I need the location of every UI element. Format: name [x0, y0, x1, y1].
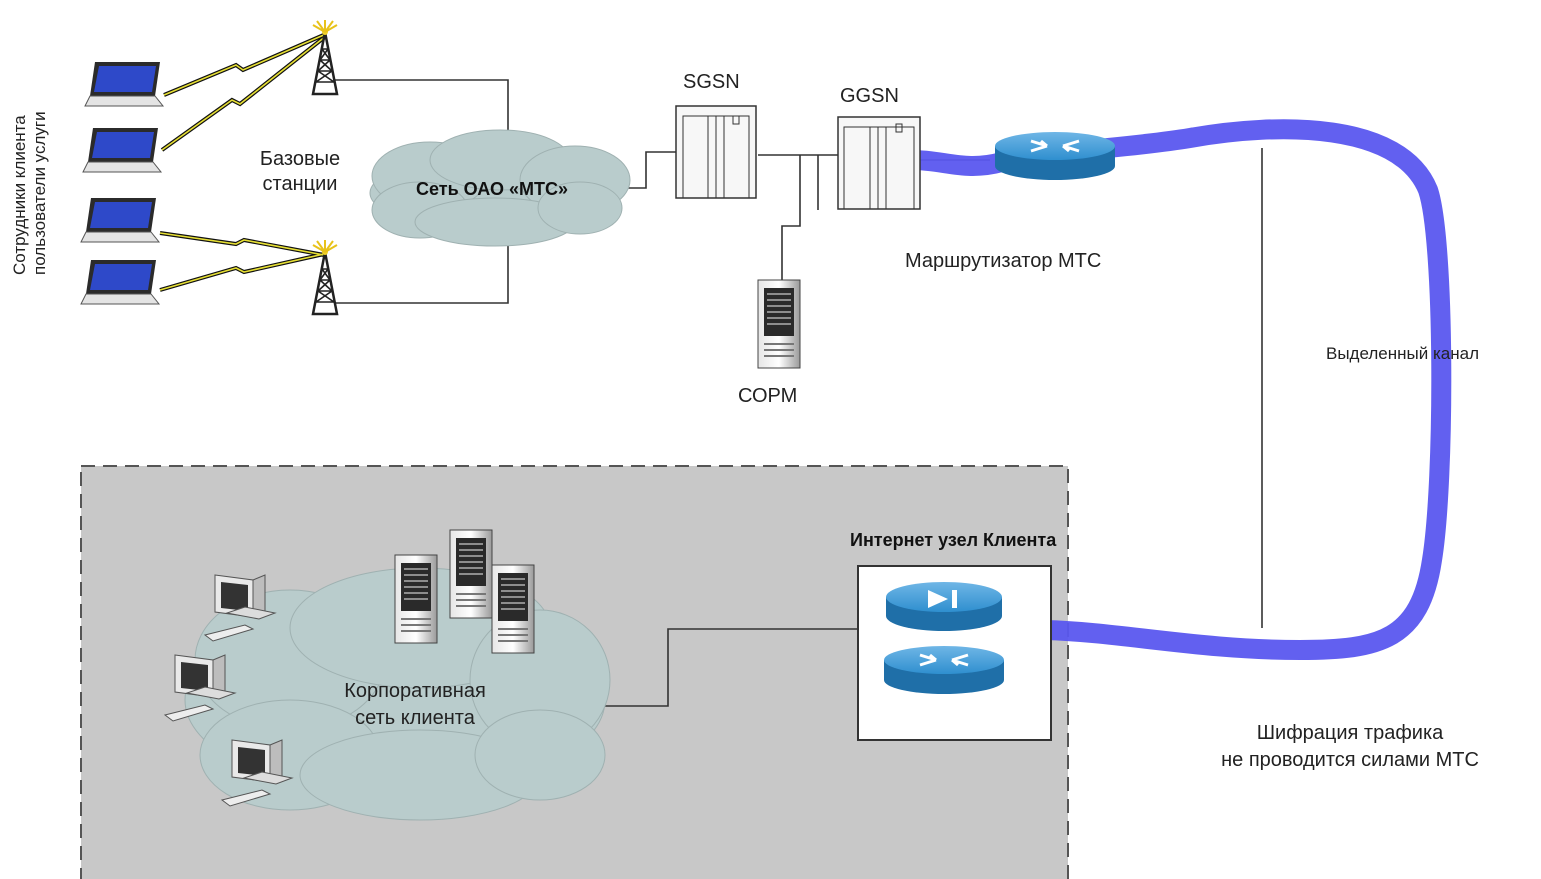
ggsn-server-rack-icon: [837, 116, 921, 210]
laptop-icon: [80, 259, 160, 305]
tower-server-icon: [449, 529, 493, 619]
radio-tower-icon: [311, 238, 339, 316]
link-network-sgsn: [617, 151, 676, 189]
sgsn-label: SGSN: [683, 71, 740, 93]
sgsn-server-rack-icon: [675, 105, 757, 199]
link-sorm: [781, 155, 801, 280]
mts-router-icon: [993, 130, 1117, 182]
laptop-icon: [84, 61, 164, 107]
corporate-network-label-line1: Корпоративная: [344, 680, 486, 702]
client-internet-node-label: Интернет узел Клиента: [850, 530, 1057, 550]
base-stations-label-line2: станции: [262, 173, 338, 195]
firewall-icon: [886, 582, 1002, 631]
laptop-icon: [80, 197, 160, 243]
tower-server-icon: [394, 554, 438, 644]
radio-tower-icon: [311, 18, 339, 96]
corporate-network-label: Корпоративная сеть клиента: [305, 678, 525, 732]
employees-label: Сотрудники клиента пользователи услуги: [10, 111, 50, 275]
base-stations-label-line1: Базовые: [259, 148, 341, 170]
tower-server-icon: [491, 564, 535, 654]
mts-router-label: Маршрутизатор МТС: [905, 250, 1102, 272]
dedicated-channel-label: Выделенный канал: [1326, 344, 1479, 363]
sorm-tower-server-icon: [757, 279, 801, 369]
ggsn-label: GGSN: [840, 85, 899, 107]
mts-network-cloud: [369, 129, 631, 247]
employees-label-line1: Сотрудники клиента: [10, 115, 29, 275]
encryption-note-label: Шифрация трафика не проводится силами МТ…: [1160, 720, 1540, 774]
wireless-link-1: [163, 32, 327, 97]
mts-network-label: Сеть ОАО «МТС»: [416, 179, 568, 199]
laptop-icon: [82, 127, 162, 173]
corporate-network-label-line2: сеть клиента: [355, 707, 475, 729]
encryption-note-line1: Шифрация трафика: [1256, 722, 1444, 744]
employees-label-line2: пользователи услуги: [30, 111, 49, 275]
encryption-note-line2: не проводится силами МТС: [1221, 749, 1479, 771]
sorm-label: СОРМ: [738, 385, 798, 407]
base-stations-label: Базовые станции: [240, 147, 360, 197]
link-corp-node: [604, 628, 858, 707]
client-router-icon: [882, 644, 1006, 696]
